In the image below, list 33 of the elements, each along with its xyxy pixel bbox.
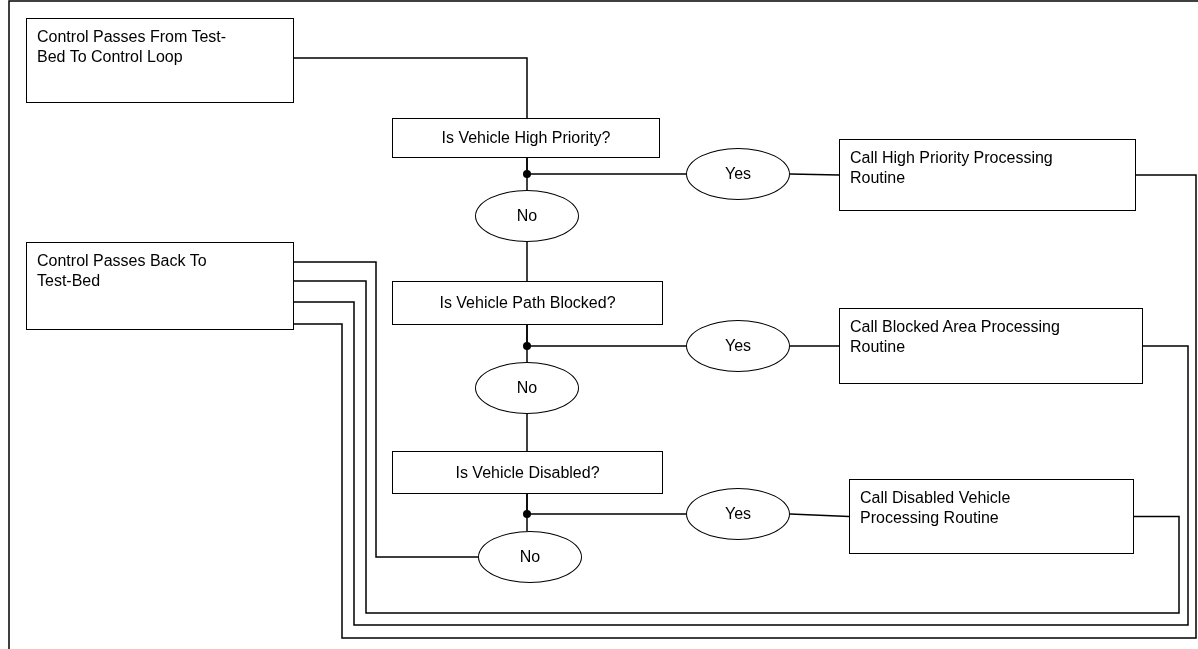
connector-line bbox=[293, 174, 1197, 639]
node-label: Yes bbox=[724, 336, 752, 356]
connector-line bbox=[526, 324, 687, 347]
decision-box bbox=[392, 451, 663, 494]
node-label: Is Vehicle Disabled? bbox=[455, 462, 600, 483]
decision-box bbox=[392, 281, 663, 325]
process-box bbox=[849, 479, 1134, 554]
node-label: Yes bbox=[724, 504, 752, 524]
process-box bbox=[839, 308, 1143, 384]
node-label: Is Vehicle Path Blocked? bbox=[439, 293, 616, 313]
connector-line bbox=[789, 173, 840, 176]
node-label: Call High Priority Processing Routine bbox=[850, 149, 1053, 186]
process-box bbox=[26, 242, 294, 330]
node-label: No bbox=[516, 206, 538, 226]
connector-line bbox=[526, 157, 687, 175]
node-label: Control Passes Back To Test-Bed bbox=[37, 252, 207, 289]
connector-line bbox=[293, 57, 528, 119]
process-box bbox=[839, 139, 1136, 211]
decision-box bbox=[392, 118, 660, 158]
node-label: Yes bbox=[724, 164, 752, 184]
node-label: No bbox=[516, 378, 538, 398]
process-box bbox=[26, 18, 294, 103]
node-label: Is Vehicle High Priority? bbox=[441, 128, 611, 148]
connector-line bbox=[789, 345, 840, 347]
node-label: Call Blocked Area Processing Routine bbox=[850, 318, 1060, 355]
connector-line bbox=[293, 261, 479, 558]
connector-line bbox=[526, 493, 687, 515]
connector-line bbox=[789, 513, 850, 518]
node-label: Control Passes From Test-Bed To Control Loop bbox=[37, 28, 227, 65]
connector-line bbox=[526, 241, 528, 282]
node-label: No bbox=[519, 547, 541, 567]
connector-line bbox=[526, 413, 528, 452]
node-label: Call Disabled Vehicle Processing Routine bbox=[860, 489, 1011, 526]
